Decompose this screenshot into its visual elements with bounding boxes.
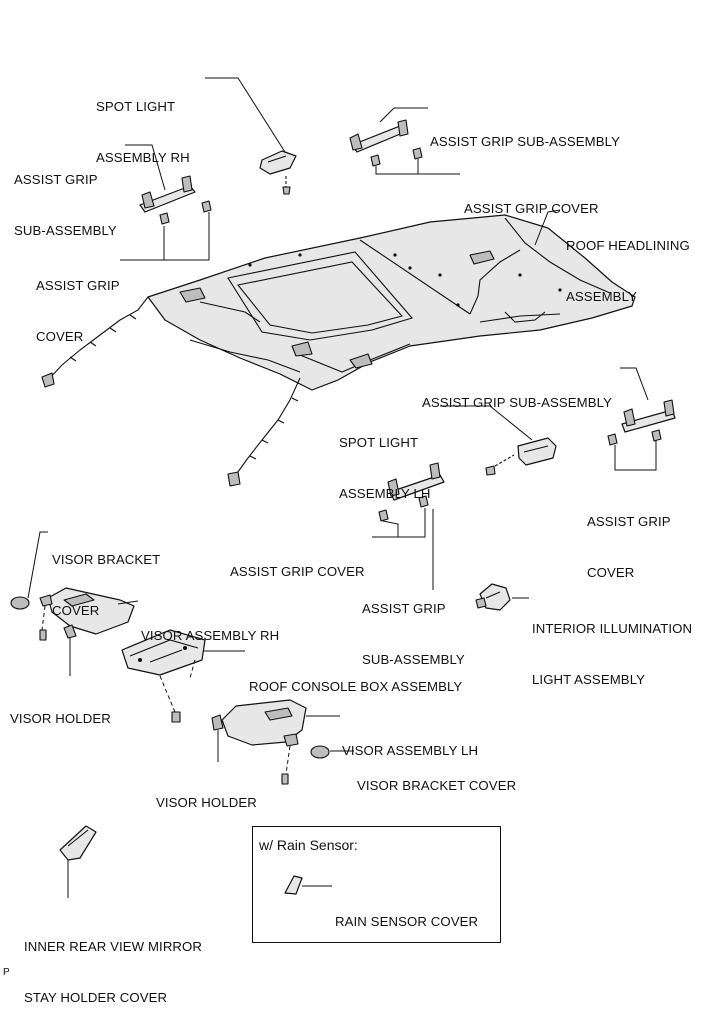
assist-grip-cover-left-label: ASSIST GRIP COVER — [36, 243, 120, 362]
mirror-stay-cover-line1: INNER REAR VIEW MIRROR — [24, 939, 203, 954]
assist-grip-cover-right-line1: ASSIST GRIP — [587, 514, 671, 529]
roof-headlining-part — [41, 214, 636, 487]
mirror-stay-cover-line2: STAY HOLDER COVER — [24, 990, 168, 1005]
rain-sensor-cover-label: RAIN SENSOR COVER — [335, 879, 478, 947]
assist-grip-cover-right-line2: COVER — [587, 565, 635, 580]
visor-holder-center-text: VISOR HOLDER — [156, 795, 257, 810]
leader-lines — [27, 77, 657, 898]
visor-bracket-cover-right-part — [310, 745, 330, 759]
assist-grip-cover-left-line1: ASSIST GRIP — [36, 278, 120, 293]
assist-grip-sub-right-text: ASSIST GRIP SUB-ASSEMBLY — [422, 395, 613, 410]
assist-grip-sub-left-label: ASSIST GRIP SUB-ASSEMBLY — [14, 137, 117, 256]
interior-illumination-line2: LIGHT ASSEMBLY — [532, 672, 646, 687]
visor-holder-left-label: VISOR HOLDER — [10, 676, 111, 744]
assist-grip-sub-center-line1: ASSIST GRIP — [362, 601, 446, 616]
assist-grip-sub-center-line2: SUB-ASSEMBLY — [362, 652, 465, 667]
assist-grip-cover-center-label: ASSIST GRIP COVER — [230, 529, 365, 597]
interior-illumination-part — [475, 583, 511, 611]
mirror-stay-cover-label: INNER REAR VIEW MIRROR STAY HOLDER COVER — [24, 904, 202, 1023]
assist-grip-sub-center-label: ASSIST GRIP SUB-ASSEMBLY — [362, 566, 465, 685]
assist-grip-cover-left-line2: COVER — [36, 329, 84, 344]
interior-illumination-line1: INTERIOR ILLUMINATION — [532, 621, 693, 636]
roof-headlining-label: ROOF HEADLINING ASSEMBLY — [566, 203, 690, 322]
visor-bracket-cover-top-label: VISOR BRACKET COVER — [52, 517, 160, 636]
assist-grip-right-part — [607, 399, 676, 446]
spot-light-lh-part — [485, 437, 557, 476]
parts-diagram — [10, 77, 676, 898]
roof-headlining-line1: ROOF HEADLINING — [566, 238, 690, 253]
assist-grip-sub-top-label: ASSIST GRIP SUB-ASSEMBLY — [430, 99, 620, 167]
assist-grip-cover-right-label: ASSIST GRIP COVER — [587, 479, 671, 598]
spot-light-rh-line1: SPOT LIGHT — [96, 99, 176, 114]
assist-grip-sub-left-line2: SUB-ASSEMBLY — [14, 223, 117, 238]
visor-assembly-rh-label: VISOR ASSEMBLY RH — [141, 593, 279, 661]
visor-bracket-cover-right-text: VISOR BRACKET COVER — [357, 778, 517, 793]
visor-assembly-lh-label: VISOR ASSEMBLY LH — [342, 708, 478, 776]
spot-light-lh-label: SPOT LIGHT ASSEMBLY LH — [339, 400, 431, 519]
assist-grip-cover-center-text: ASSIST GRIP COVER — [230, 564, 365, 579]
roof-console-box-text: ROOF CONSOLE BOX ASSEMBLY — [249, 679, 463, 694]
mirror-stay-cover-part — [59, 825, 97, 861]
rain-sensor-cover-part — [284, 875, 303, 895]
visor-bracket-cover-top-line2: COVER — [52, 603, 100, 618]
spot-light-lh-line2: ASSEMBLY LH — [339, 486, 431, 501]
rain-sensor-cover-text: RAIN SENSOR COVER — [335, 914, 479, 929]
interior-illumination-label: INTERIOR ILLUMINATION LIGHT ASSEMBLY — [532, 586, 692, 705]
visor-lh-part — [211, 699, 307, 785]
visor-rh-part — [39, 587, 135, 641]
rain-sensor-box-title: w/ Rain Sensor: — [259, 837, 358, 853]
assist-grip-cover-top-label: ASSIST GRIP COVER — [464, 166, 599, 234]
assist-grip-sub-left-line1: ASSIST GRIP — [14, 172, 98, 187]
spot-light-rh-line2: ASSEMBLY RH — [96, 150, 190, 165]
spot-light-lh-line1: SPOT LIGHT — [339, 435, 419, 450]
visor-holder-center-label: VISOR HOLDER — [156, 760, 257, 828]
assist-grip-sub-right-label: ASSIST GRIP SUB-ASSEMBLY — [422, 360, 612, 428]
visor-bracket-cover-left-part — [10, 596, 30, 610]
visor-assembly-lh-text: VISOR ASSEMBLY LH — [342, 743, 479, 758]
visor-assembly-rh-text: VISOR ASSEMBLY RH — [141, 628, 280, 643]
roof-console-box-label: ROOF CONSOLE BOX ASSEMBLY — [249, 644, 462, 712]
visor-holder-left-text: VISOR HOLDER — [10, 711, 111, 726]
assist-grip-center-part — [378, 462, 445, 522]
spot-light-rh-label: SPOT LIGHT ASSEMBLY RH — [96, 64, 190, 183]
visor-bracket-cover-right-label: VISOR BRACKET COVER — [357, 743, 516, 811]
visor-bracket-cover-top-line1: VISOR BRACKET — [52, 552, 161, 567]
roof-headlining-line2: ASSEMBLY — [566, 289, 637, 304]
assist-grip-sub-top-text: ASSIST GRIP SUB-ASSEMBLY — [430, 134, 621, 149]
spot-light-rh-part — [259, 150, 297, 195]
roof-console-part — [121, 629, 206, 723]
rain-sensor-box: w/ Rain Sensor: — [252, 826, 501, 943]
assist-grip-left-part — [139, 175, 212, 225]
figure-code: P — [3, 967, 10, 978]
assist-grip-top-part — [349, 119, 423, 167]
assist-grip-cover-top-text: ASSIST GRIP COVER — [464, 201, 599, 216]
